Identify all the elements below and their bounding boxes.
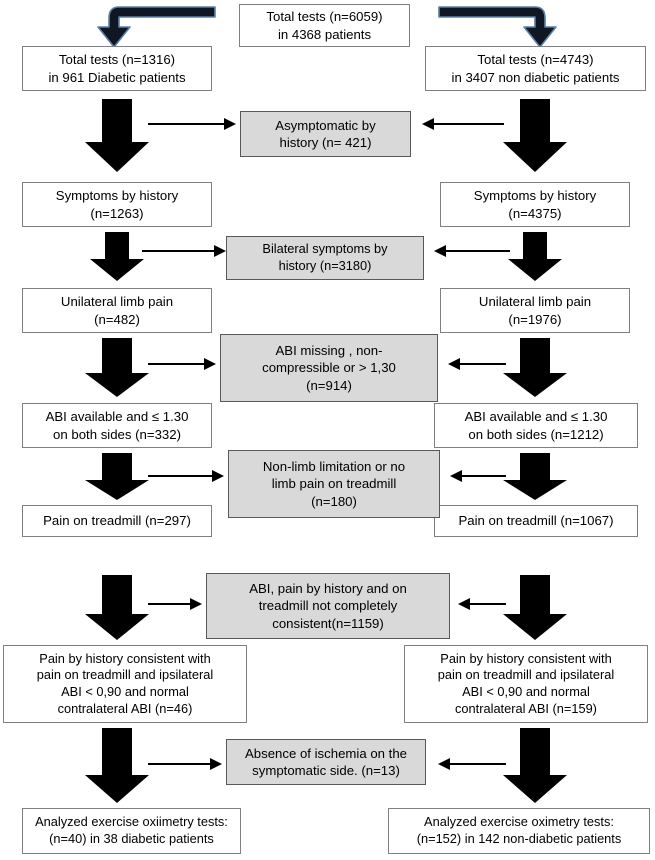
exclusion-arrow-right-2-icon — [434, 245, 510, 257]
left-pain-treadmill-box: Pain on treadmill (n=297) — [22, 505, 212, 537]
left-analyzed-line2: (n=40) in 38 diabetic patients — [49, 831, 214, 846]
excl-abi-missing-line3: (n=914) — [306, 377, 352, 393]
left-total-tests-box: Total tests (n=1316) in 961 Diabetic pat… — [22, 46, 212, 91]
left-analyzed-line1: Analyzed exercise oxiimetry tests: — [35, 814, 228, 830]
exclusion-arrow-left-2-icon — [142, 245, 226, 257]
exclusion-non-limb-box: Non-limb limitation or no limb pain on t… — [228, 450, 440, 518]
right-consistent-line2: pain on treadmill and ipsilateral — [437, 667, 615, 683]
down-arrow-left-5-icon — [85, 575, 149, 643]
right-total-tests-line1: Total tests (n=4743) — [477, 52, 594, 68]
exclusion-asymptomatic-box: Asymptomatic by history (n= 421) — [240, 111, 411, 157]
exclusion-arrow-right-6-icon — [438, 758, 506, 770]
right-symptoms-line1: Symptoms by history — [473, 188, 597, 204]
exclusion-no-ischemia-box: Absence of ischemia on the symptomatic s… — [226, 739, 426, 785]
exclusion-arrow-left-6-icon — [148, 758, 226, 770]
right-unilateral-box: Unilateral limb pain (n=1976) — [440, 288, 630, 333]
left-symptoms-line2: (n=1263) — [90, 205, 144, 221]
exclusion-arrow-left-5-icon — [148, 598, 206, 610]
excl-inconsistent-line1: ABI, pain by history and on — [249, 581, 407, 597]
right-analyzed-box: Analyzed exercise oximetry tests: (n=152… — [388, 808, 650, 854]
exclusion-inconsistent-box: ABI, pain by history and on treadmill no… — [206, 573, 450, 639]
right-symptoms-line2: (n=4375) — [508, 205, 562, 221]
excl-asymptomatic-line1: Asymptomatic by — [275, 117, 376, 133]
root-line1: Total tests (n=6059) — [266, 9, 383, 25]
exclusion-arrow-left-1-icon — [148, 118, 236, 130]
right-pain-treadmill-box: Pain on treadmill (n=1067) — [434, 505, 638, 537]
down-arrow-left-2-icon — [90, 232, 144, 284]
left-analyzed-box: Analyzed exercise oxiimetry tests: (n=40… — [22, 808, 241, 854]
right-unilateral-line1: Unilateral limb pain — [478, 294, 592, 310]
root-line2: in 4368 patients — [277, 26, 372, 42]
right-total-tests-line2: in 3407 non diabetic patients — [451, 69, 620, 85]
excl-inconsistent-line3: consistent(n=1159) — [272, 615, 384, 631]
right-abi-available-box: ABI available and ≤ 1.30 on both sides (… — [434, 403, 638, 448]
down-arrow-right-5-icon — [503, 575, 567, 643]
excl-bilateral-line1: Bilateral symptoms by — [262, 241, 388, 257]
right-consistent-line3: ABI < 0,90 and normal — [462, 684, 590, 699]
right-pain-treadmill-line1: Pain on treadmill (n=1067) — [458, 513, 614, 529]
left-consistent-line2: pain on treadmill and ipsilateral — [36, 667, 214, 683]
left-consistent-line1: Pain by history consistent with — [39, 650, 211, 666]
excl-abi-missing-line2: compressible or > 1,30 — [262, 360, 396, 376]
excl-abi-missing-line1: ABI missing , non- — [275, 343, 383, 359]
excl-non-limb-line2: limb pain on treadmill — [271, 476, 397, 492]
excl-no-ischemia-line1: Absence of ischemia on the — [244, 745, 407, 761]
right-unilateral-line2: (n=1976) — [508, 311, 562, 327]
exclusion-arrow-right-3-icon — [448, 358, 506, 370]
excl-bilateral-line2: history (n=3180) — [278, 258, 372, 273]
exclusion-arrow-right-4-icon — [450, 470, 506, 482]
left-consistent-box: Pain by history consistent with pain on … — [3, 645, 247, 723]
elbow-arrow-to-right-branch — [438, 3, 568, 49]
exclusion-abi-missing-box: ABI missing , non- compressible or > 1,3… — [220, 334, 438, 402]
down-arrow-right-6-icon — [503, 728, 567, 806]
down-arrow-right-3-icon — [503, 338, 567, 400]
right-consistent-box: Pain by history consistent with pain on … — [404, 645, 648, 723]
right-analyzed-line2: (n=152) in 142 non-diabetic patients — [416, 831, 622, 846]
left-symptoms-box: Symptoms by history (n=1263) — [22, 182, 212, 227]
excl-asymptomatic-line2: history (n= 421) — [279, 135, 372, 150]
left-abi-available-line1: ABI available and ≤ 1.30 — [45, 409, 189, 425]
exclusion-arrow-left-4-icon — [148, 470, 228, 482]
left-abi-available-box: ABI available and ≤ 1.30 on both sides (… — [22, 403, 212, 448]
left-total-tests-line1: Total tests (n=1316) — [58, 52, 176, 68]
right-analyzed-line1: Analyzed exercise oximetry tests: — [424, 814, 614, 830]
left-consistent-line4: contralateral ABI (n=46) — [57, 700, 193, 716]
down-arrow-left-1-icon — [85, 99, 149, 175]
down-arrow-left-4-icon — [85, 453, 149, 503]
exclusion-arrow-right-5-icon — [458, 598, 506, 610]
down-arrow-right-2-icon — [508, 232, 562, 284]
left-symptoms-line1: Symptoms by history — [55, 188, 179, 204]
exclusion-bilateral-box: Bilateral symptoms by history (n=3180) — [226, 236, 424, 280]
left-consistent-line3: ABI < 0,90 and normal — [61, 684, 189, 699]
down-arrow-right-1-icon — [503, 99, 567, 175]
elbow-arrow-to-left-branch — [86, 3, 216, 49]
right-abi-available-line2: on both sides (n=1212) — [468, 426, 604, 442]
exclusion-arrow-right-1-icon — [422, 118, 504, 130]
right-abi-available-line1: ABI available and ≤ 1.30 — [464, 409, 608, 425]
excl-no-ischemia-line2: symptomatic side. (n=13) — [252, 763, 400, 778]
left-unilateral-line2: (n=482) — [94, 311, 140, 327]
left-abi-available-line2: on both sides (n=332) — [53, 426, 181, 442]
exclusion-arrow-left-3-icon — [148, 358, 220, 370]
right-symptoms-box: Symptoms by history (n=4375) — [440, 182, 630, 227]
down-arrow-right-4-icon — [503, 453, 567, 503]
right-consistent-line1: Pain by history consistent with — [440, 650, 612, 666]
excl-inconsistent-line2: treadmill not completely — [258, 598, 398, 614]
left-unilateral-box: Unilateral limb pain (n=482) — [22, 288, 212, 333]
down-arrow-left-6-icon — [85, 728, 149, 806]
excl-non-limb-line3: (n=180) — [311, 493, 357, 509]
right-consistent-line4: contralateral ABI (n=159) — [455, 700, 597, 716]
excl-non-limb-line1: Non-limb limitation or no — [262, 459, 406, 475]
right-total-tests-box: Total tests (n=4743) in 3407 non diabeti… — [425, 46, 646, 91]
left-pain-treadmill-line1: Pain on treadmill (n=297) — [43, 513, 191, 529]
root-total-tests-box: Total tests (n=6059) in 4368 patients — [239, 4, 410, 47]
left-total-tests-line2: in 961 Diabetic patients — [48, 69, 186, 85]
down-arrow-left-3-icon — [85, 338, 149, 400]
left-unilateral-line1: Unilateral limb pain — [60, 294, 174, 310]
